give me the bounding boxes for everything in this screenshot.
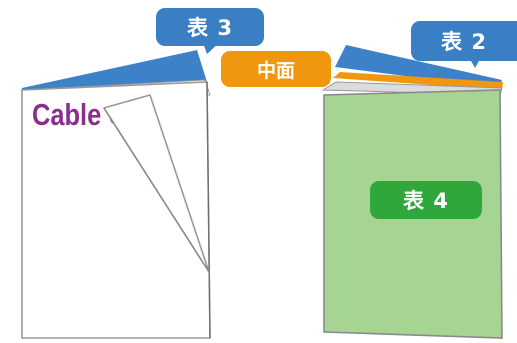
label-nakamen: 中面: [221, 51, 331, 87]
right-spread-blue-wedge: [335, 45, 502, 88]
page-curl: [103, 94, 210, 273]
left-inner-edge: [206, 81, 211, 339]
label-hyo2: 表 2: [411, 21, 517, 61]
right-spread-orange-wedge: [333, 72, 503, 90]
label-hyo3: 表 3: [156, 8, 264, 46]
label-hyo4: 表 4: [370, 181, 482, 219]
curl-fold-line: [103, 107, 210, 273]
left-spread-blue-wedge: [22, 50, 207, 90]
